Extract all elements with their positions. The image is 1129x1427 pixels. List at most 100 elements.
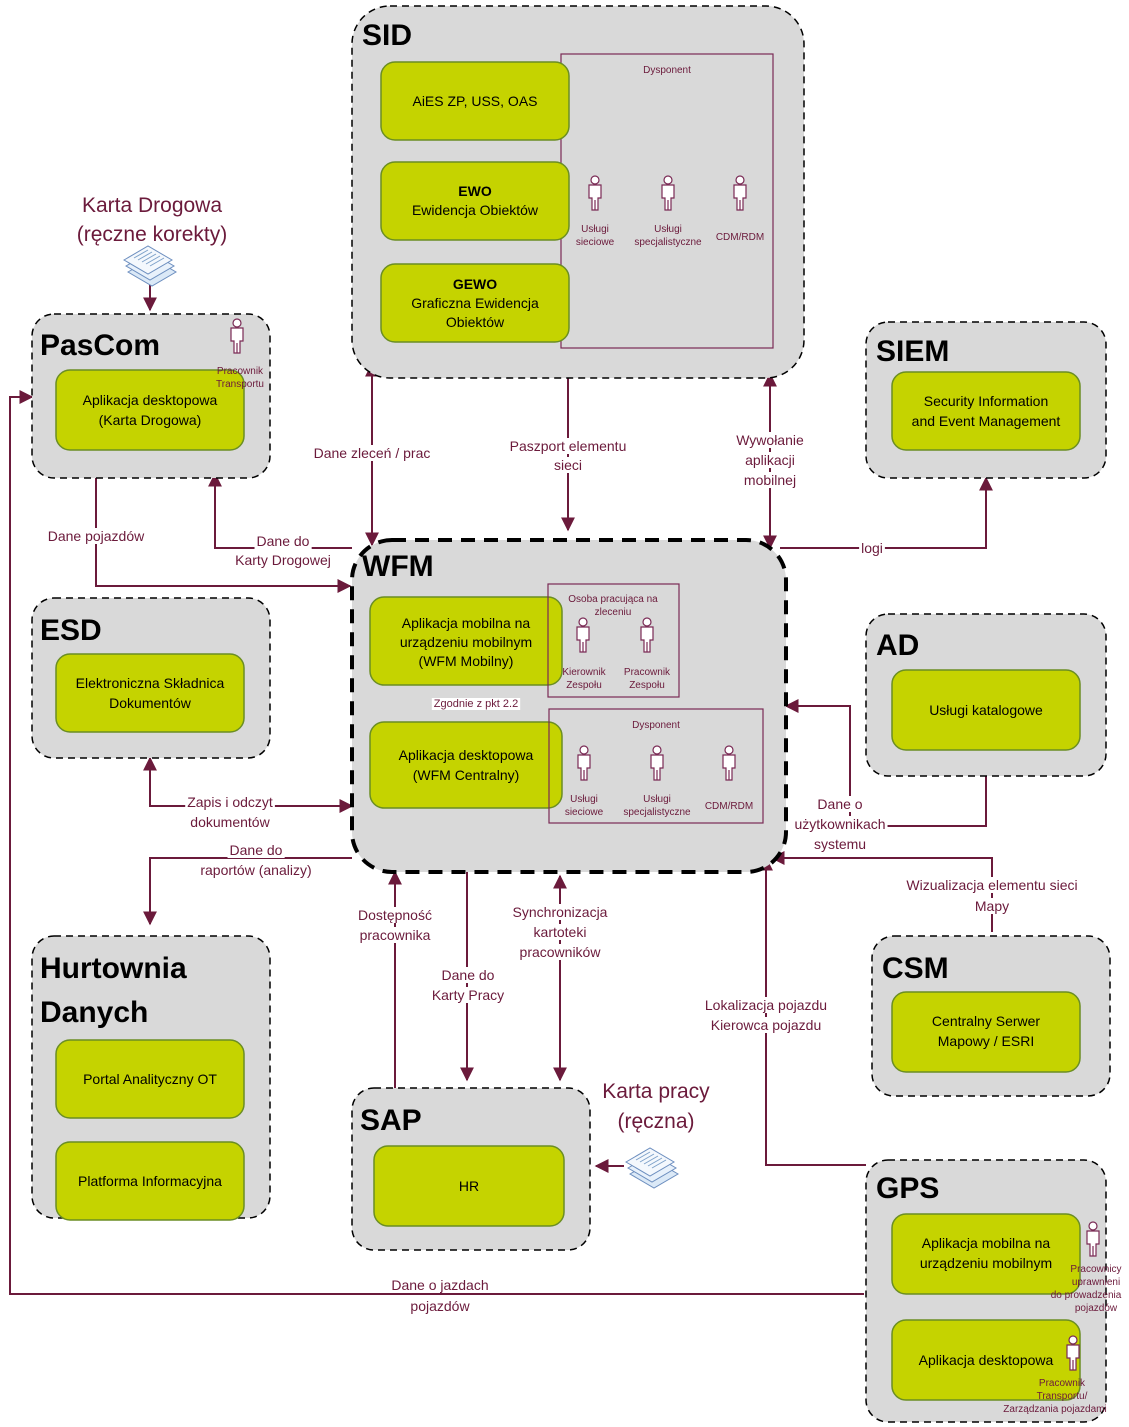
wfm-desktop-component[interactable]: [369, 721, 563, 809]
csm-title: CSM: [882, 952, 949, 985]
flow-label-background: [743, 452, 797, 468]
hd-platforma-label: Platforma Informacyjna: [78, 1173, 222, 1189]
wfm-top-frame-label-2: zleceniu: [595, 607, 632, 618]
sid-title: SID: [362, 19, 412, 52]
gps-desktop-label: Aplikacja desktopowa: [919, 1352, 1054, 1368]
flow-label-background: [45, 528, 148, 544]
gps-role-1-label-3: do prowadzenia: [1051, 1290, 1122, 1301]
document-karta-pracy: Karta pracy (ręczna): [602, 1080, 710, 1189]
wfm-role-3-label-2: sieciowe: [565, 807, 604, 818]
label-lokalizacja-1: Lokalizacja pojazdu: [705, 997, 827, 1013]
flow-label-background: [429, 987, 507, 1003]
label-dane-do-karty-drogowej-1: Dane do: [257, 533, 310, 549]
hd-portal-component[interactable]: [55, 1039, 245, 1119]
ad-component[interactable]: [891, 669, 1081, 751]
gps-mobile-label-1: Aplikacja mobilna na: [922, 1235, 1051, 1251]
wfm-role-3-label-1: Usługi: [570, 794, 598, 805]
flow-label-background: [356, 907, 434, 923]
wfm-mobile-component[interactable]: [369, 596, 563, 686]
siem-component[interactable]: [891, 371, 1081, 451]
wfm-role-2-label-2: Zespołu: [629, 680, 665, 691]
label-wizualizacja-1: Wizualizacja elementu sieci: [906, 877, 1077, 893]
hurtownia-title-2: Danych: [40, 996, 148, 1029]
esd-label-2: Dokumentów: [109, 695, 192, 711]
flow-zapis-odczyt: [143, 756, 354, 813]
sid-role-3-label: CDM/RDM: [716, 232, 764, 243]
gps-role-1-label-2: uprawnieni: [1072, 1277, 1120, 1288]
label-wizualizacja-2: Mapy: [975, 898, 1009, 914]
sid-ewo-component[interactable]: [380, 161, 570, 241]
sid-aies-component[interactable]: [380, 61, 570, 141]
system-siem: SIEM Security Information and Event Mana…: [865, 321, 1107, 479]
siem-label-1: Security Information: [924, 393, 1049, 409]
siem-label-2: and Event Management: [912, 413, 1061, 429]
wfm-role-5-label: CDM/RDM: [705, 801, 753, 812]
system-ad: AD Usługi katalogowe: [865, 613, 1107, 777]
label-dane-karty-pracy-2: Karty Pracy: [432, 987, 504, 1003]
wfm-bottom-frame-label: Dysponent: [632, 720, 680, 731]
hd-platforma-component[interactable]: [55, 1141, 245, 1221]
label-dane-karty-pracy-1: Dane do: [442, 967, 495, 983]
pascom-title: PasCom: [40, 329, 160, 362]
sap-hr-label: HR: [459, 1178, 479, 1194]
flow-label-background: [859, 540, 885, 556]
wfm-role-2-label-1: Pracownik: [624, 667, 671, 678]
sid-gewo-title: GEWO: [453, 276, 497, 292]
sid-gewo-label-2: Obiektów: [446, 314, 505, 330]
label-lokalizacja-2: Kierowca pojazdu: [711, 1017, 822, 1033]
sid-role-1-label-2: sieciowe: [576, 237, 615, 248]
label-dane-uzytkownikach-1: Dane o: [817, 796, 862, 812]
flow-label-background: [507, 438, 629, 454]
gps-mobile-component[interactable]: [891, 1213, 1081, 1295]
karta-pracy-title-2: (ręczna): [617, 1110, 694, 1133]
esd-component[interactable]: [55, 653, 245, 733]
wfm-desktop-label-1: Aplikacja desktopowa: [399, 747, 534, 763]
gps-title: GPS: [876, 1172, 939, 1205]
sid-aies-label: AiES ZP, USS, OAS: [412, 93, 537, 109]
karta-pracy-title-1: Karta pracy: [602, 1080, 710, 1103]
flow-logi: [780, 476, 993, 549]
label-dane-jazdach-2: pojazdów: [410, 1298, 470, 1314]
flow-label-background: [439, 967, 497, 983]
sid-gewo-component[interactable]: [380, 263, 570, 343]
sid-role-frame-label: Dysponent: [643, 65, 691, 76]
sap-title: SAP: [360, 1104, 422, 1137]
label-synchronizacja-2: kartoteki: [534, 924, 587, 940]
flow-label-background: [904, 877, 1080, 893]
system-hurtownia-danych: Hurtownia Danych Portal Analityczny OT P…: [31, 935, 271, 1221]
label-dane-uzytkownikach-3: systemu: [814, 836, 866, 852]
label-logi: logi: [861, 540, 883, 556]
wfm-role-4-label-1: Usługi: [643, 794, 671, 805]
karta-pracy-document-icon: [625, 1147, 679, 1189]
flow-wizualizacja: [770, 851, 993, 932]
karta-drogowa-title-2: (ręczne korekty): [77, 223, 228, 246]
gps-role-2-label-1: Pracownik: [1039, 1378, 1086, 1389]
pascom-app-component[interactable]: [55, 369, 245, 451]
flow-label-background: [254, 533, 312, 549]
flow-label-background: [517, 944, 604, 960]
sap-hr-component[interactable]: [373, 1145, 565, 1227]
sid-role-1-label-1: Usługi: [581, 224, 609, 235]
flow-dane-jazdach: [9, 390, 864, 1295]
system-csm: CSM Centralny Serwer Mapowy / ESRI: [871, 935, 1111, 1097]
wfm-container: [350, 538, 788, 874]
label-zgodnie: Zgodnie z pkt 2.2: [434, 698, 518, 710]
wfm-top-role-frame: [547, 583, 680, 698]
label-dostepnosc-1: Dostępność: [358, 907, 432, 923]
gps-mobile-label-2: urządzeniu mobilnym: [920, 1255, 1052, 1271]
siem-title: SIEM: [876, 335, 949, 368]
connections: [9, 282, 993, 1295]
gps-role-1-label-1: Pracownicy: [1070, 1264, 1121, 1275]
label-paszport-2: sieci: [554, 457, 582, 473]
hd-portal-label: Portal Analityczny OT: [83, 1071, 217, 1087]
label-wywolanie-3: mobilnej: [744, 472, 796, 488]
wfm-desktop-label-2: (WFM Centralny): [413, 767, 520, 783]
csm-label-2: Mapowy / ESRI: [938, 1033, 1034, 1049]
label-dane-zlecen: Dane zleceń / prac: [314, 445, 431, 461]
ad-label: Usługi katalogowe: [929, 702, 1043, 718]
flow-label-background: [551, 457, 585, 473]
gps-desktop-component[interactable]: [891, 1319, 1081, 1401]
csm-component[interactable]: [891, 991, 1081, 1073]
system-sap: SAP HR: [351, 1087, 591, 1251]
